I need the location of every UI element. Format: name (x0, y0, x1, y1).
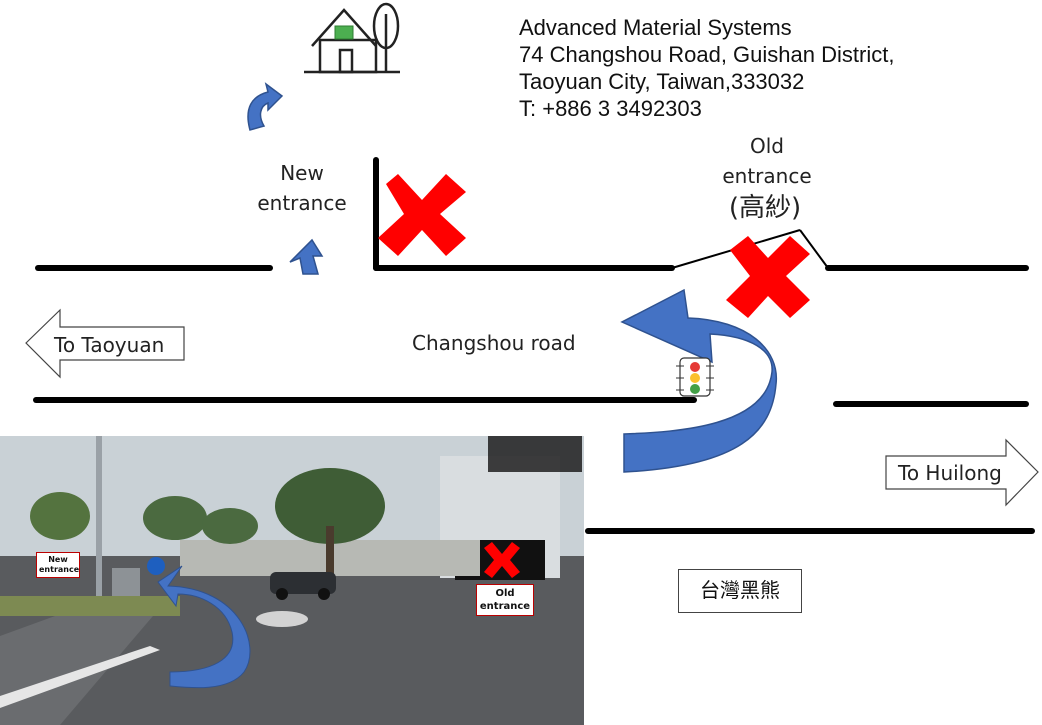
old-entrance-label-line1: Old (750, 134, 784, 158)
u-turn-arrow-icon (620, 288, 778, 473)
old-entrance-label-line2: entrance (722, 164, 812, 188)
turn-arrow-icon (247, 82, 284, 131)
new-entrance-label-line1: New (280, 161, 324, 185)
address-block: Advanced Material Systems 74 Changshou R… (519, 14, 894, 122)
company-name: Advanced Material Systems (519, 15, 792, 40)
photo-new-entrance-tag-line1: New (48, 555, 68, 564)
photo-new-entrance-tag-line2: entrance (39, 565, 80, 574)
address-line-2: Taoyuan City, Taiwan,333032 (519, 69, 805, 94)
street-view-photo: New entrance Old entrance (0, 436, 584, 725)
to-huilong-label: To Huilong (898, 461, 1002, 485)
traffic-light-icon (676, 357, 714, 397)
right-arrow-icon (885, 438, 1039, 507)
phone-number: T: +886 3 3492303 (519, 96, 702, 121)
address-line-1: 74 Changshou Road, Guishan District, (519, 42, 895, 67)
old-entrance-label-line3: (高紗) (728, 193, 802, 223)
photo-old-entrance-tag-line2: entrance (479, 601, 531, 612)
road-name-label: Changshou road (412, 331, 576, 355)
left-arrow-icon (25, 308, 185, 379)
street-view-illustration (0, 436, 584, 725)
new-entrance-label-line2: entrance (257, 191, 347, 215)
x-mark-icon (378, 174, 466, 256)
photo-old-entrance-tag: Old entrance (476, 584, 534, 616)
up-arrow-icon (289, 238, 324, 275)
neighbor-label: 台灣黑熊 (678, 569, 802, 613)
photo-new-entrance-tag: New entrance (36, 552, 80, 578)
photo-old-entrance-tag-line1: Old (495, 588, 515, 599)
road-lines (33, 157, 1035, 534)
old-entrance-label: Old entrance (高紗) (712, 131, 822, 225)
new-entrance-label: New entrance (252, 158, 352, 218)
house-tree-icon (304, 2, 400, 74)
to-taoyuan-label: To Taoyuan (54, 333, 165, 357)
x-mark-icon (726, 236, 810, 318)
